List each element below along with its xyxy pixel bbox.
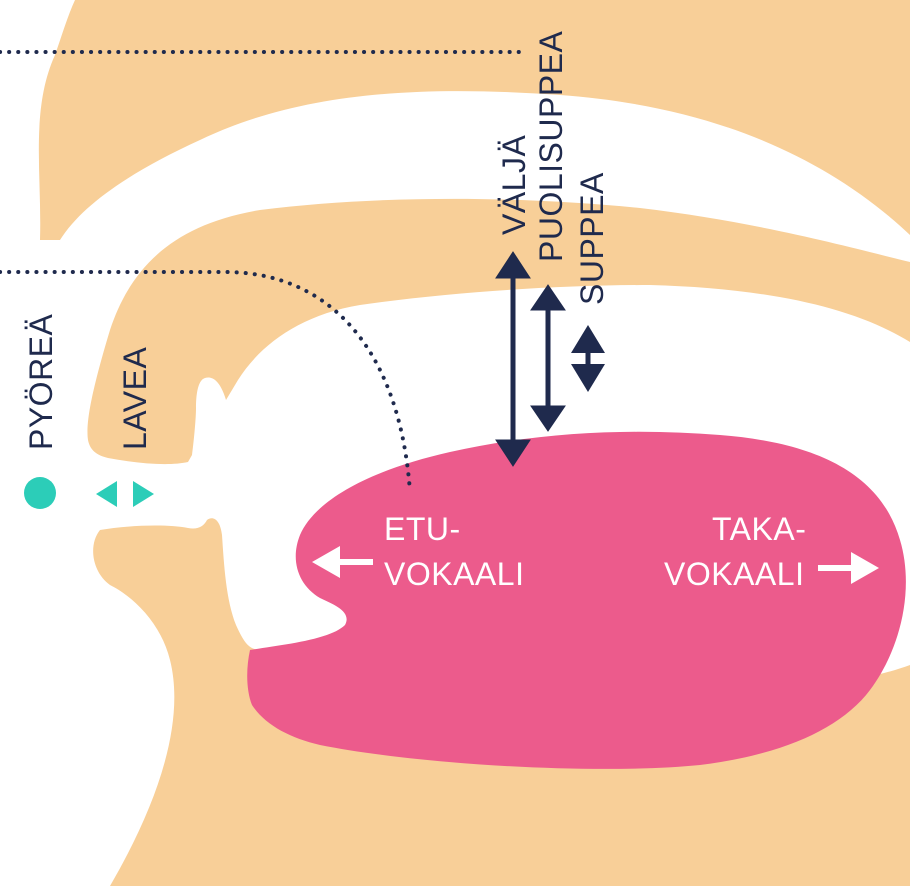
puolisuppea-arrow-icon (530, 284, 566, 432)
spread-lip-marker-icon (96, 481, 154, 507)
label-puolisuppea: PUOLISUPPEA (533, 30, 569, 262)
dotted-line-tongue-front (0, 270, 412, 494)
label-etu-line1: ETU- (384, 511, 461, 547)
nose-head-shape (38, 0, 910, 240)
suppea-arrow-icon (571, 325, 605, 392)
front-arrow-icon (312, 546, 373, 578)
label-taka-line2: VOKAALI (664, 556, 804, 592)
rounded-lip-marker-icon (24, 477, 56, 509)
back-arrow-icon (818, 552, 879, 584)
label-pyorea: PYÖREÄ (23, 313, 59, 450)
tongue-shape (247, 431, 906, 769)
lower-lip-jaw-shape (93, 518, 910, 886)
label-valja: VÄLJÄ (496, 135, 532, 235)
label-suppea: SUPPEA (574, 172, 610, 305)
label-taka-line1: TAKA- (712, 511, 806, 547)
label-lavea: LAVEA (117, 347, 153, 450)
palate-upper-lip-shape (87, 198, 910, 465)
label-etu-line2: VOKAALI (384, 556, 524, 592)
valja-arrow-icon (495, 251, 531, 467)
